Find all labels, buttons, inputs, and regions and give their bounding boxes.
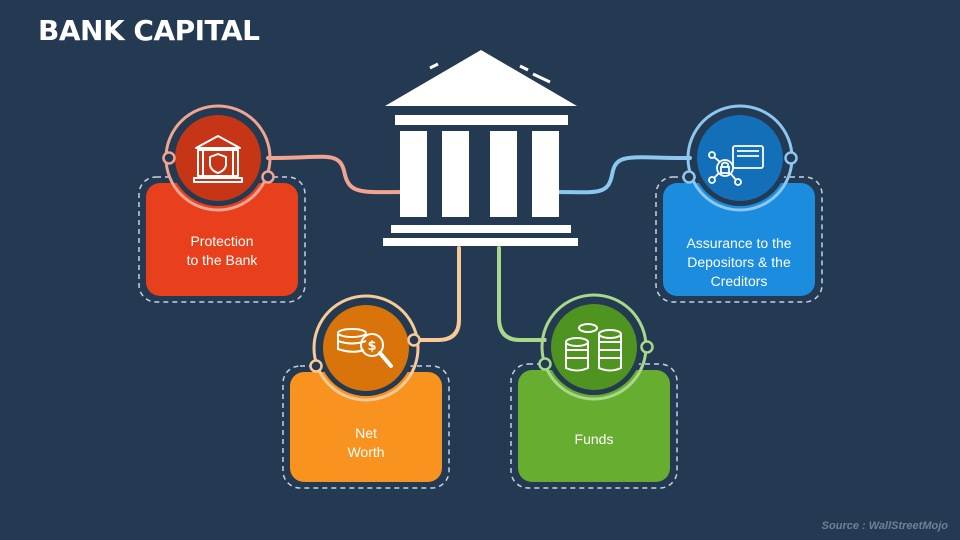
connector-assurance xyxy=(553,155,692,195)
bank-shield-icon xyxy=(193,135,243,183)
card-label-funds: Funds xyxy=(574,431,614,447)
source-note: Source : WallStreetMojo xyxy=(821,520,948,532)
money-search-icon: $ xyxy=(337,328,393,368)
card-protection xyxy=(138,104,306,303)
secure-network-icon xyxy=(708,145,764,186)
card-assurance xyxy=(655,104,823,303)
bank-building-icon xyxy=(383,50,578,246)
connector-net-worth xyxy=(416,246,461,342)
card-funds xyxy=(510,293,678,489)
card-label-assurance: Assurance to the Depositors & the Credit… xyxy=(686,235,792,289)
page-title: BANK CAPITAL xyxy=(38,14,260,47)
connector-funds xyxy=(497,246,547,342)
svg-text:$: $ xyxy=(367,339,376,354)
card-net-worth: $ xyxy=(282,294,450,489)
coin-stacks-icon xyxy=(565,323,622,372)
card-label-protection: Protection to the Bank xyxy=(186,233,258,268)
card-label-net-worth: Net Worth xyxy=(347,425,385,460)
connector-protection xyxy=(266,154,407,195)
